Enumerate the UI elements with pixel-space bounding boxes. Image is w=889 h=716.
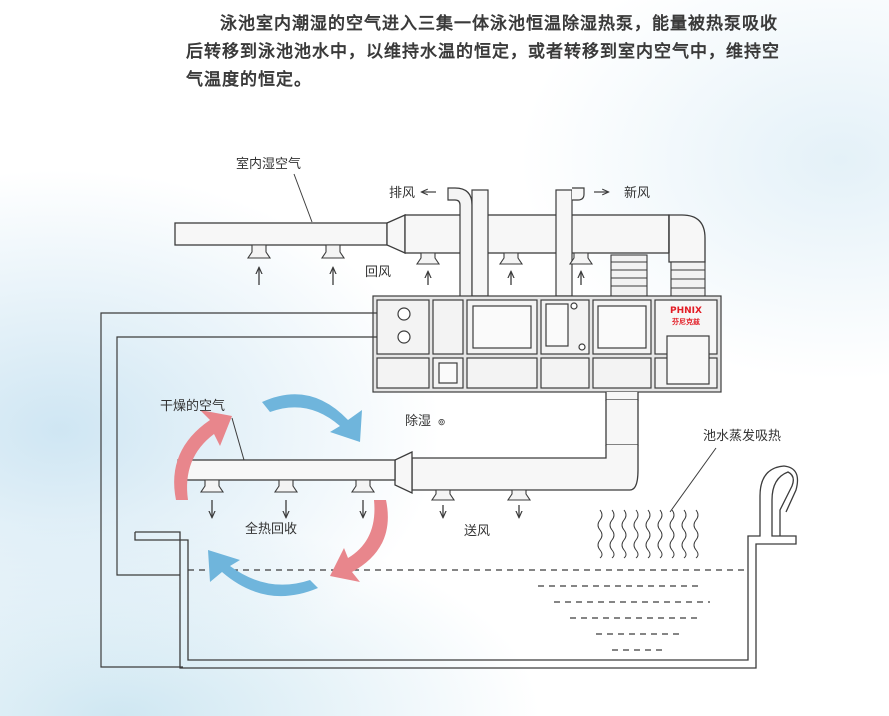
diagram-labels: 室内湿空气 排风 新风 回风 干燥的空气 除湿 ๏ 全热回收 送风 池水蒸发吸热 <box>160 156 781 539</box>
label-dry-air: 干燥的空气 <box>160 398 225 414</box>
evaporation-waves <box>597 509 699 559</box>
label-heat-recovery: 全热回收 <box>245 521 297 537</box>
label-dry-air-leader <box>231 417 245 461</box>
label-indoor-humid-air: 室内湿空气 <box>236 156 301 172</box>
supply-air-diffusers <box>199 479 532 501</box>
return-air-duct <box>174 213 706 263</box>
label-pool-evaporation: 池水蒸发吸热 <box>703 428 781 444</box>
brand-logo-sub: 芬尼克兹 <box>671 317 700 326</box>
label-pool-evaporation-leader <box>669 447 717 513</box>
water-level <box>188 569 748 651</box>
droplets-icon: ๏ <box>438 414 445 428</box>
swimming-pool <box>134 465 799 669</box>
return-air-diffusers <box>246 244 594 265</box>
label-return-air: 回风 <box>365 265 391 280</box>
label-supply-air: 送风 <box>464 524 490 539</box>
exhaust-pipe <box>447 187 489 297</box>
intro-paragraph: 泳池室内潮湿的空气进入三集一体泳池恒温除湿热泵，能量被热泵吸收后转移到泳池池水中… <box>186 14 780 90</box>
supply-air-arrows <box>212 500 519 517</box>
top-fan-right <box>610 254 648 297</box>
water-pipes <box>100 312 377 668</box>
label-exhaust: 排风 <box>389 186 415 201</box>
label-dehumidify: 除湿 <box>405 414 431 429</box>
label-indoor-humid-air-leader <box>293 173 313 223</box>
return-air-arrows <box>259 268 581 285</box>
heat-pump-unit <box>372 295 722 393</box>
supply-air-duct <box>177 392 639 495</box>
brand-logo: PHNIX <box>670 306 702 316</box>
heat-recovery-cycle <box>174 394 388 597</box>
top-fan-far-right <box>670 261 706 297</box>
intro-text: 泳池室内潮湿的空气进入三集一体泳池恒温除湿热泵，能量被热泵吸收后转移到泳池池水中… <box>186 10 786 94</box>
label-fresh-air: 新风 <box>624 185 650 201</box>
